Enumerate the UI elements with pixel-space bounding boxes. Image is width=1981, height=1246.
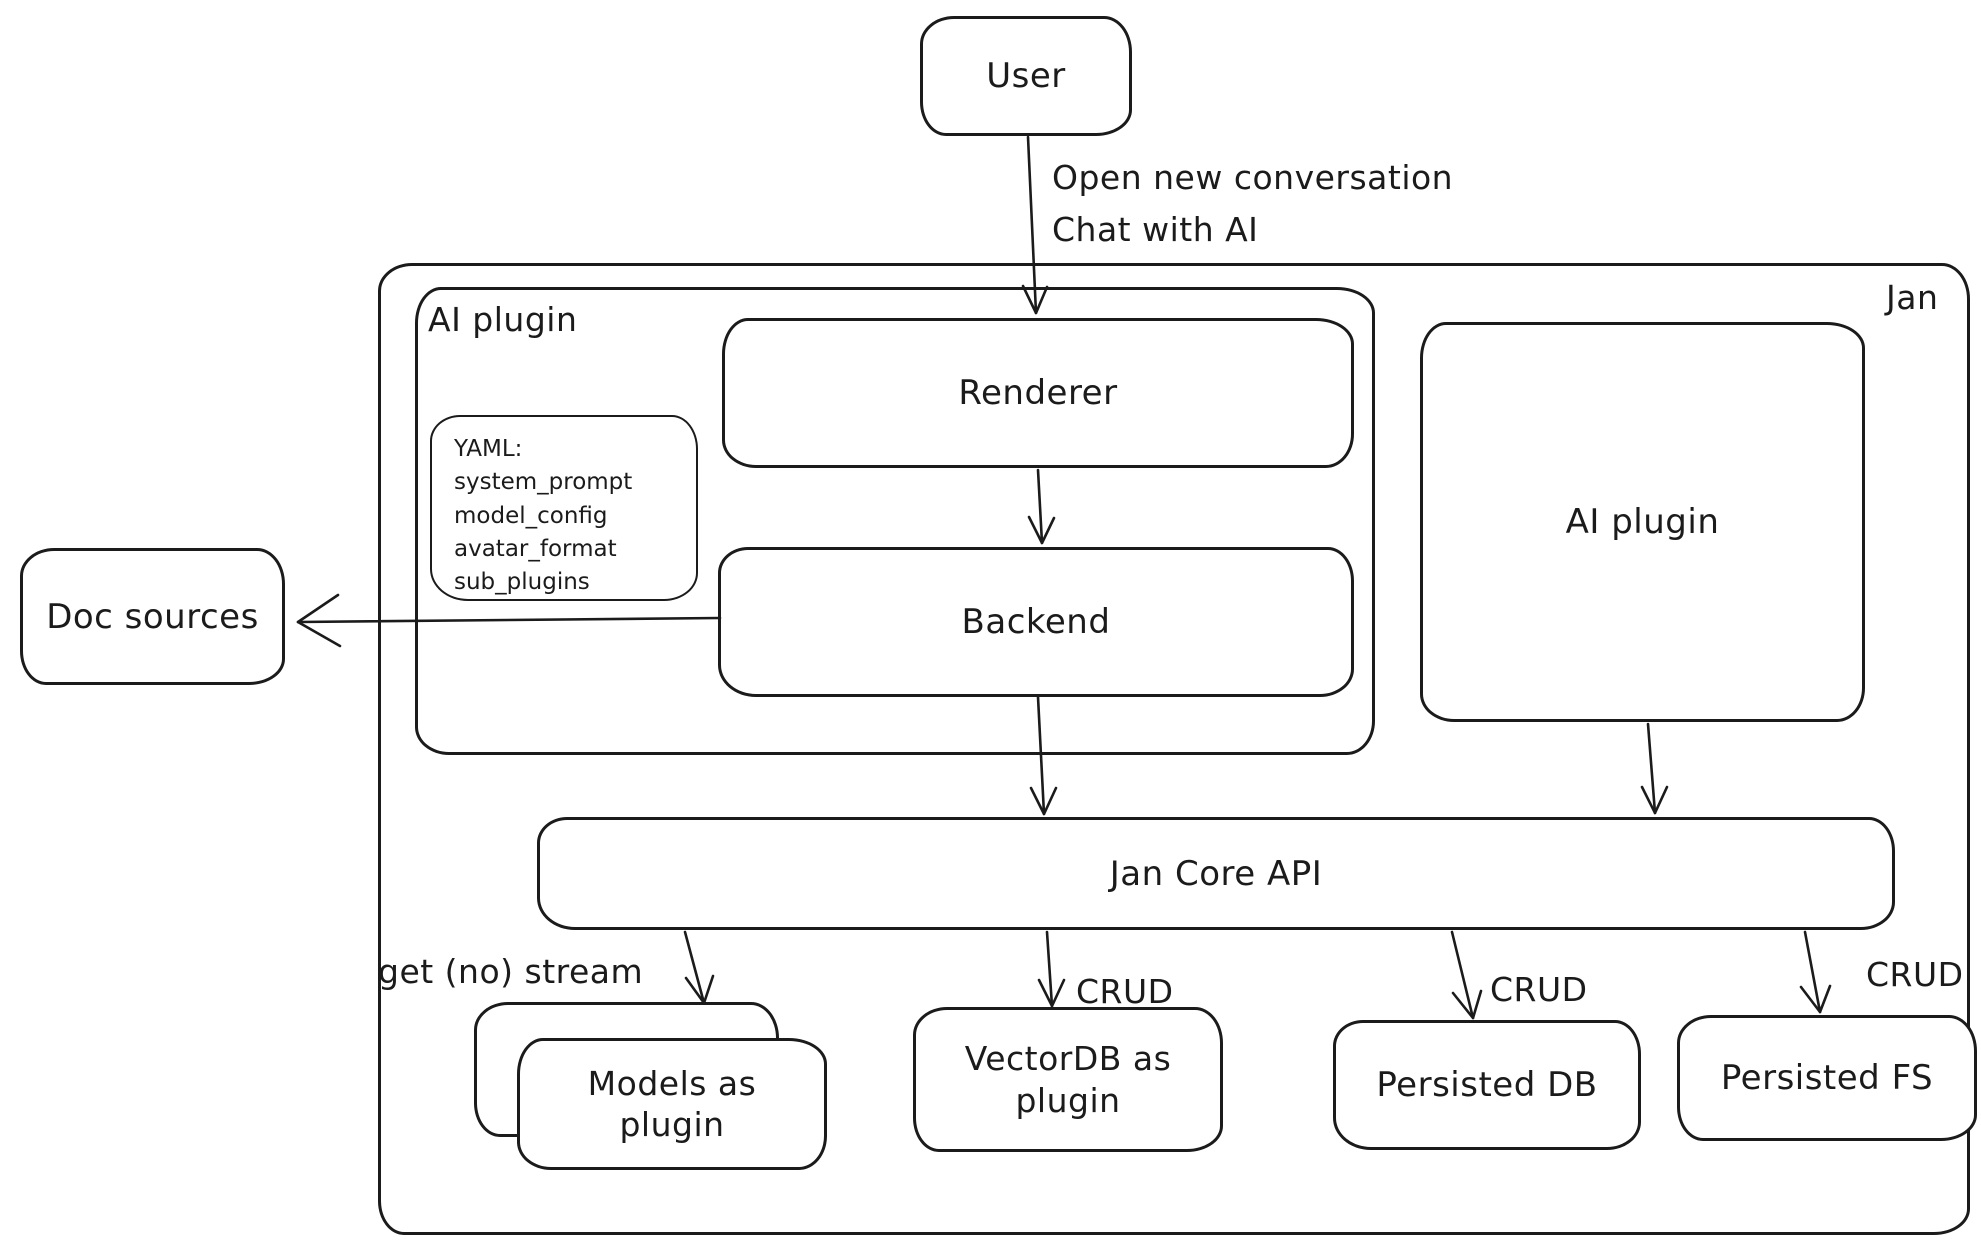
yaml-line: YAML: — [454, 436, 523, 462]
user-node: User — [920, 16, 1132, 136]
backend-node: Backend — [718, 547, 1354, 697]
renderer-node: Renderer — [722, 318, 1354, 468]
yaml-line: system_prompt — [454, 469, 633, 496]
jan-container — [378, 263, 1970, 1235]
persisted-db-node: Persisted DB — [1333, 1020, 1641, 1150]
edge-label-crud-persisted-fs: CRUD — [1866, 955, 1964, 994]
edge-label-chat-with-ai: Chat with AI — [1052, 210, 1259, 249]
jan-core-api-node: Jan Core API — [537, 817, 1895, 930]
yaml-note: YAML: system_prompt model_config avatar_… — [430, 415, 698, 601]
edge-label-crud-persisted-db: CRUD — [1490, 970, 1588, 1009]
edge-label-open-conversation: Open new conversation — [1052, 158, 1454, 197]
doc-sources-node: Doc sources — [20, 548, 285, 685]
edge-label-get-no-stream: get (no) stream — [378, 952, 644, 991]
vectordb-as-plugin-node: VectorDB as plugin — [913, 1007, 1223, 1152]
persisted-fs-node: Persisted FS — [1677, 1015, 1977, 1141]
models-as-plugin-node: Models as plugin — [517, 1038, 827, 1170]
ai-plugin-container — [415, 287, 1375, 755]
ai-plugin-node: AI plugin — [1420, 322, 1865, 722]
edge-label-crud-vectordb: CRUD — [1076, 972, 1174, 1011]
ai-plugin-container-label: AI plugin — [428, 300, 578, 339]
jan-container-label: Jan — [1886, 278, 1939, 317]
yaml-line: avatar_format — [454, 536, 617, 563]
yaml-line: sub_plugins — [454, 569, 590, 596]
yaml-line: model_config — [454, 502, 608, 529]
